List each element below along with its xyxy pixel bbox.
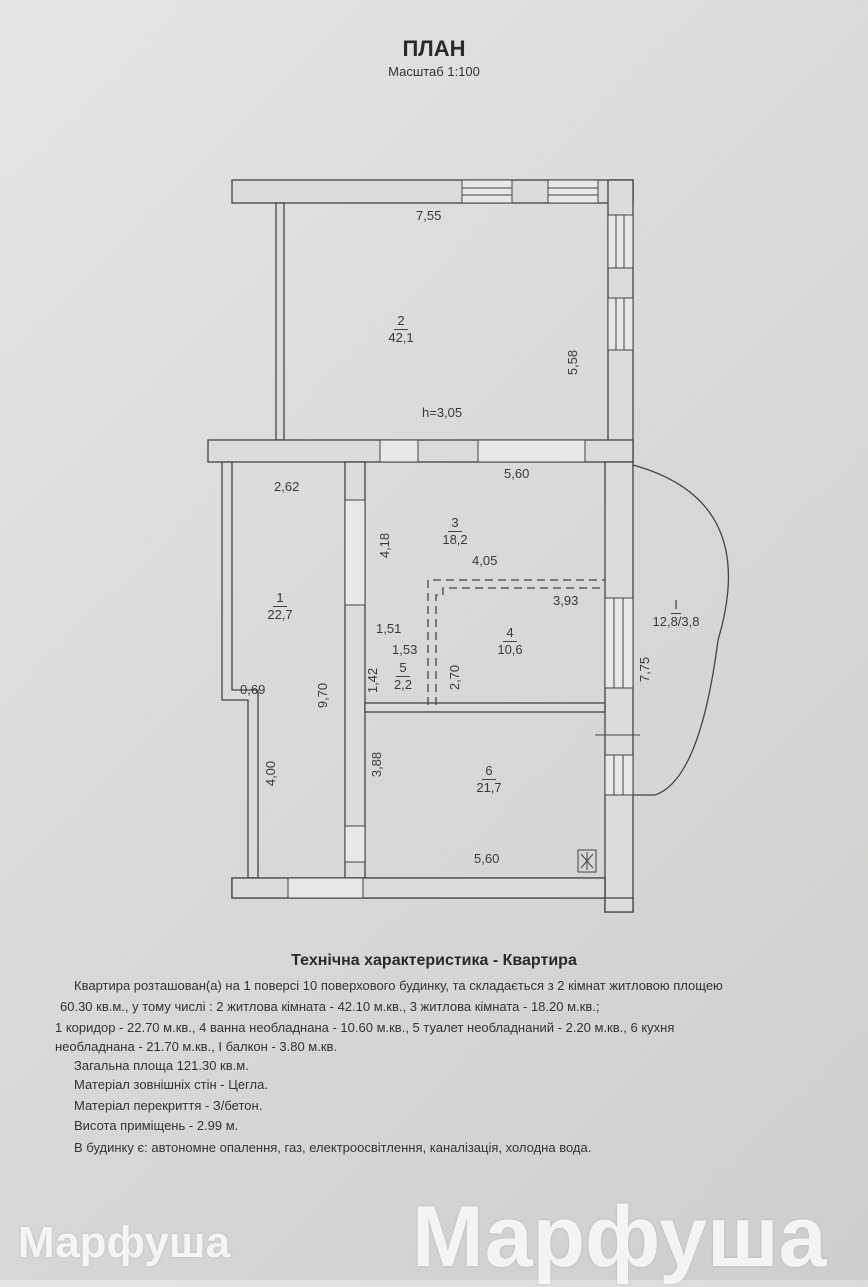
dim-room6-depth: 3,88 — [369, 751, 385, 778]
tech-line: 60.30 кв.м., у тому числі : 2 житлова кі… — [60, 999, 600, 1014]
room-area: 18,2 — [442, 532, 468, 547]
dim-room3-inner: 4,05 — [472, 553, 498, 568]
tech-line: Матеріал зовнішніх стін - Цегла. — [74, 1077, 268, 1092]
room-number: 4 — [503, 625, 517, 642]
tech-line: 1 коридор - 22.70 м.кв., 4 ванна необлад… — [55, 1020, 675, 1035]
room-number: 2 — [394, 313, 408, 330]
stove-icon — [577, 849, 597, 873]
door-opening — [344, 499, 366, 606]
dim-room6-width: 5,60 — [474, 851, 500, 866]
dim-room5-inner: 1,53 — [392, 642, 418, 657]
room-area: 2,2 — [393, 677, 413, 692]
partition-dashed — [427, 579, 605, 705]
plan-title: ПЛАН — [402, 36, 466, 61]
window — [607, 297, 634, 351]
dim-room1-width: 2,62 — [274, 479, 300, 494]
room-area: 22,7 — [267, 607, 293, 622]
watermark-small: Марфуша — [18, 1218, 231, 1267]
dim-balcony: 7,75 — [637, 656, 653, 683]
plan-scale: Масштаб 1:100 — [388, 64, 480, 79]
door-opening — [379, 439, 419, 463]
dim-room4-depth: 2,70 — [447, 664, 463, 691]
dim-room4-width: 3,93 — [553, 593, 579, 608]
room-number: 1 — [273, 590, 287, 607]
wall-room2-left — [275, 202, 285, 441]
dim-room3-width: 5,60 — [504, 466, 530, 481]
window — [461, 179, 513, 204]
room-area: 12,8/3,8 — [652, 614, 700, 629]
room-area: 42,1 — [388, 330, 414, 345]
dim-room1-lower: 4,00 — [263, 760, 279, 787]
window — [547, 179, 599, 204]
window — [607, 214, 634, 269]
room-number: 5 — [396, 660, 410, 677]
window — [604, 754, 634, 796]
watermark-large: Марфуша — [412, 1189, 827, 1285]
tech-line: Висота приміщень - 2.99 м. — [74, 1118, 239, 1133]
dim-room5-top: 1,51 — [376, 621, 402, 636]
door-opening — [344, 825, 366, 863]
tech-line: Загальна площа 121.30 кв.м. — [74, 1058, 249, 1073]
room-area: 10,6 — [497, 642, 523, 657]
partition-dashed — [435, 587, 605, 705]
tech-line: Квартира розташован(а) на 1 поверсі 10 п… — [74, 978, 723, 993]
room-number: I — [671, 597, 681, 614]
door-opening — [287, 877, 364, 899]
window — [604, 597, 634, 689]
wall-kitchen — [364, 702, 606, 713]
floor-plan — [207, 179, 730, 913]
dim-room3-depth: 4,18 — [377, 532, 393, 559]
tech-line: Матеріал перекриття - З/бетон. — [74, 1098, 263, 1113]
balcony-outline — [632, 464, 730, 796]
room-height: h=3,05 — [422, 405, 463, 420]
dim-room2-width: 7,55 — [416, 208, 442, 223]
wall-left — [221, 461, 259, 879]
tech-line: В будинку є: автономне опалення, газ, ел… — [74, 1140, 592, 1155]
tech-title: Технічна характеристика - Квартира — [291, 952, 577, 969]
room-area: 21,7 — [476, 780, 502, 795]
room-number: 6 — [482, 763, 496, 780]
door-opening — [477, 439, 586, 463]
dim-room1-depth: 9,70 — [315, 682, 331, 709]
dim-room2-depth: 5,58 — [565, 349, 581, 376]
room-number: 3 — [448, 515, 462, 532]
dim-offset: 0,69 — [240, 682, 266, 697]
tech-line: необладнана - 21.70 м.кв., І балкон - 3.… — [55, 1039, 338, 1054]
